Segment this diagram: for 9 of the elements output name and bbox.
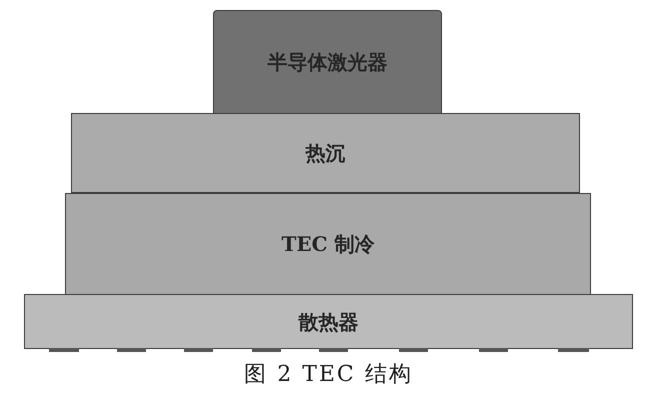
layer-label: TEC 制冷 [281, 234, 374, 254]
layer-label: 半导体激光器 [268, 52, 388, 72]
figure-caption: 图 2 TEC 结构 [244, 364, 413, 386]
laser-block [213, 10, 442, 114]
layer-label: 热沉 [306, 143, 346, 163]
cooler-plate [65, 193, 591, 295]
heat-dissipator-base [24, 294, 633, 349]
layer-label: 散热器 [298, 312, 358, 332]
heat-sink-plate [71, 113, 580, 193]
